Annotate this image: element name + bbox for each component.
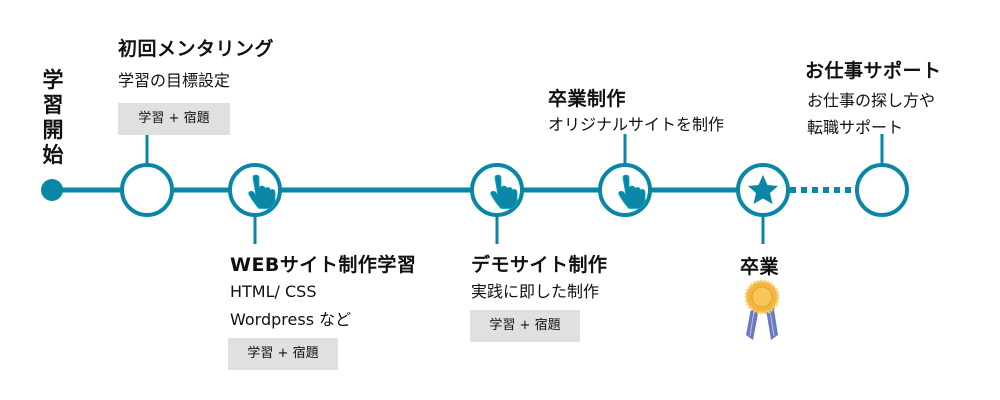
step-description: Wordpress など: [230, 310, 352, 329]
step-node: [855, 163, 909, 217]
step-description: お仕事の探し方や: [807, 91, 936, 110]
step-title: WEBサイト制作学習: [230, 254, 417, 276]
step-title: 卒業制作: [548, 88, 627, 110]
step-title: デモサイト制作: [471, 254, 608, 276]
step-description: オリジナルサイトを制作: [548, 115, 725, 134]
step-tag: 学習 + 宿題: [228, 338, 338, 370]
step-tag: 学習 + 宿題: [470, 310, 580, 342]
step-description: 学習の目標設定: [118, 71, 231, 90]
start-dot: [41, 179, 63, 201]
step-title: 初回メンタリング: [118, 38, 275, 60]
step-title: 卒業: [740, 256, 780, 278]
star-icon: [748, 175, 778, 204]
medal-ribbon-icon: [744, 279, 780, 340]
step-description: HTML/ CSS: [230, 282, 317, 301]
step-node: [120, 163, 174, 217]
step-tag: 学習 + 宿題: [118, 103, 230, 135]
step-title: お仕事サポート: [805, 60, 942, 82]
step-description: 実践に即した制作: [471, 282, 600, 301]
start-label: 学習開始: [42, 68, 64, 167]
step-description: 転職サポート: [807, 118, 904, 137]
